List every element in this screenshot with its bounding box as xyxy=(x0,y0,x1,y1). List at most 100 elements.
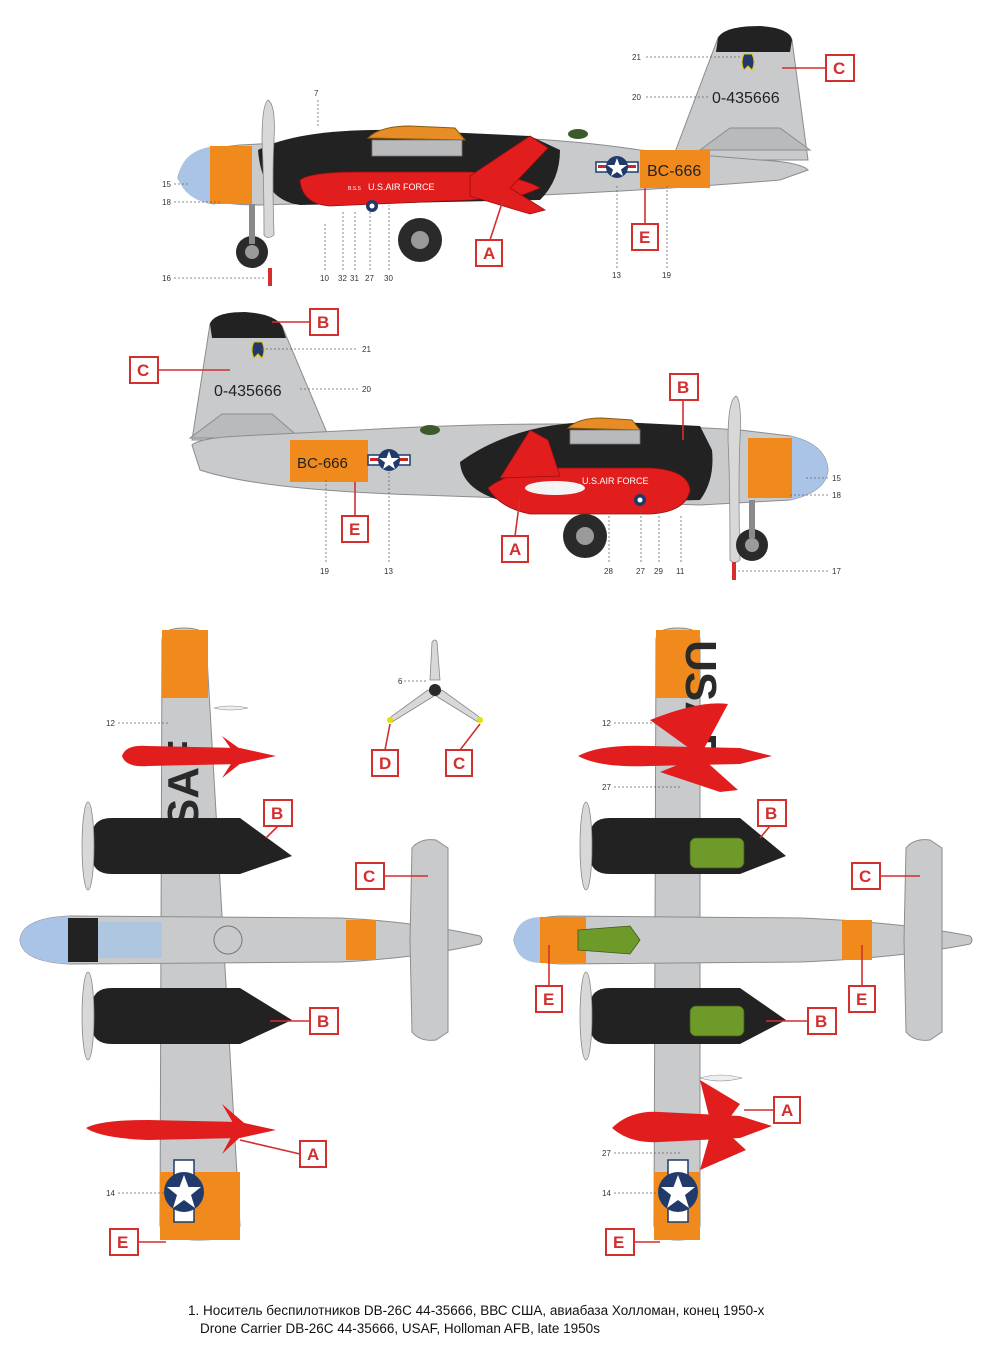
drone-wing xyxy=(499,429,561,479)
svg-text:A: A xyxy=(509,540,521,559)
ref-18: 18 xyxy=(162,198,171,207)
svg-text:C: C xyxy=(137,361,149,380)
ref-32: 32 xyxy=(338,274,347,283)
national-insignia xyxy=(164,1159,204,1223)
nose-cone xyxy=(178,146,215,205)
ref-10: 10 xyxy=(320,274,329,283)
rear-orange-band xyxy=(290,440,368,482)
propeller-upper xyxy=(579,801,593,891)
svg-text:B: B xyxy=(317,1012,329,1031)
drone-upper xyxy=(578,745,772,767)
svg-text:C: C xyxy=(859,867,871,886)
national-insignia xyxy=(367,449,411,471)
squadron-emblem-icon xyxy=(251,341,265,359)
svg-text:B: B xyxy=(271,804,283,823)
ref-28: 28 xyxy=(604,567,613,576)
svg-text:E: E xyxy=(543,990,554,1009)
rear-orange-band xyxy=(346,920,376,960)
ref-7: 7 xyxy=(314,89,319,98)
prop-blade-right xyxy=(435,689,481,723)
prop-tip-yellow xyxy=(477,717,483,723)
propeller-blade xyxy=(261,99,275,238)
drone-upper-wing xyxy=(222,736,250,778)
svg-text:A: A xyxy=(483,244,495,263)
caption: 1. Носитель беспилотников DB-26C 44-3566… xyxy=(188,1302,968,1338)
callout-c xyxy=(355,862,385,890)
propeller-lower xyxy=(81,971,95,1061)
propeller-lower xyxy=(579,971,593,1061)
ref-27: 27 xyxy=(602,783,611,792)
rear-orange-band xyxy=(842,920,872,960)
callout-a xyxy=(773,1096,801,1124)
caption-english: Drone Carrier DB-26C 44-35666, USAF, Hol… xyxy=(200,1321,600,1336)
svg-text:A: A xyxy=(307,1145,319,1164)
painting-scheme-diagram: U.S.AIR FORCE B.S.S BC-666 0-435666 7 21… xyxy=(19,26,973,1256)
svg-text:B: B xyxy=(815,1012,827,1031)
bottom-view: USAF 12 27 27 14 B xyxy=(513,627,973,1256)
ref-29: 29 xyxy=(654,567,663,576)
callout-a xyxy=(475,239,503,267)
turret-base xyxy=(569,429,641,445)
ref-27: 27 xyxy=(365,274,374,283)
svg-text:A: A xyxy=(781,1101,793,1120)
stabilizer xyxy=(698,127,812,151)
canopy xyxy=(566,417,642,431)
gun-pack xyxy=(577,925,641,955)
engine-nacelle-upper xyxy=(590,818,786,874)
side-profile-left: U.S.AIR FORCE B.S.S BC-666 0-435666 7 21… xyxy=(162,26,855,286)
ref-6: 6 xyxy=(398,677,403,686)
nose-cone xyxy=(514,917,540,963)
wingtip-orange-top xyxy=(162,630,208,698)
ref-18: 18 xyxy=(832,491,841,500)
ref-16: 16 xyxy=(162,274,171,283)
propeller-detail: 6 D C xyxy=(371,639,483,777)
ref-21: 21 xyxy=(632,53,641,62)
drone-small-marking: B.S.S xyxy=(348,186,361,192)
engine-nacelle-upper xyxy=(92,818,292,874)
svg-text:C: C xyxy=(453,754,465,773)
nose-cone xyxy=(790,436,828,500)
drone-lower-wing xyxy=(700,1080,746,1170)
callout-a xyxy=(299,1140,327,1168)
callout-b xyxy=(309,308,339,336)
ref-31: 31 xyxy=(350,274,359,283)
svg-text:C: C xyxy=(363,867,375,886)
svg-text:E: E xyxy=(117,1233,128,1252)
ref-20: 20 xyxy=(362,385,371,394)
buzz-number: BC-666 xyxy=(297,455,348,472)
dorsal-dome xyxy=(420,425,440,435)
svg-text:B: B xyxy=(677,378,689,397)
callout-e xyxy=(535,985,563,1013)
drop-tank xyxy=(698,1074,744,1082)
horizontal-tail xyxy=(409,839,449,1041)
svg-text:C: C xyxy=(833,59,845,78)
svg-text:E: E xyxy=(349,520,360,539)
drone-pod xyxy=(525,481,585,495)
wingtip-orange-top xyxy=(656,630,700,698)
callout-c xyxy=(825,54,855,82)
ref-15: 15 xyxy=(162,180,171,189)
ref-15: 15 xyxy=(832,474,841,483)
callout-b xyxy=(263,799,293,827)
tail-serial: 0-435666 xyxy=(214,383,282,400)
callout-a xyxy=(501,535,529,563)
ref-27: 27 xyxy=(602,1149,611,1158)
ref-14: 14 xyxy=(106,1189,115,1198)
buzz-number: BC-666 xyxy=(647,163,701,180)
horizontal-tail xyxy=(903,839,943,1041)
prop-blade-left xyxy=(389,689,435,723)
callout-e xyxy=(605,1228,635,1256)
callout-e xyxy=(109,1228,139,1256)
prop-blade-top xyxy=(429,639,441,681)
drop-tank xyxy=(213,705,249,711)
callout-e xyxy=(631,223,659,251)
top-view: USAF 12 14 B C xyxy=(19,627,483,1256)
gun-pod-lower xyxy=(689,1005,745,1037)
ref-11: 11 xyxy=(676,567,685,576)
ref-13: 13 xyxy=(384,567,393,576)
ref-mark xyxy=(732,562,736,580)
turret xyxy=(213,925,243,955)
prop-tip-yellow xyxy=(387,717,393,723)
national-insignia xyxy=(658,1159,698,1223)
drone-lower xyxy=(612,1111,772,1143)
